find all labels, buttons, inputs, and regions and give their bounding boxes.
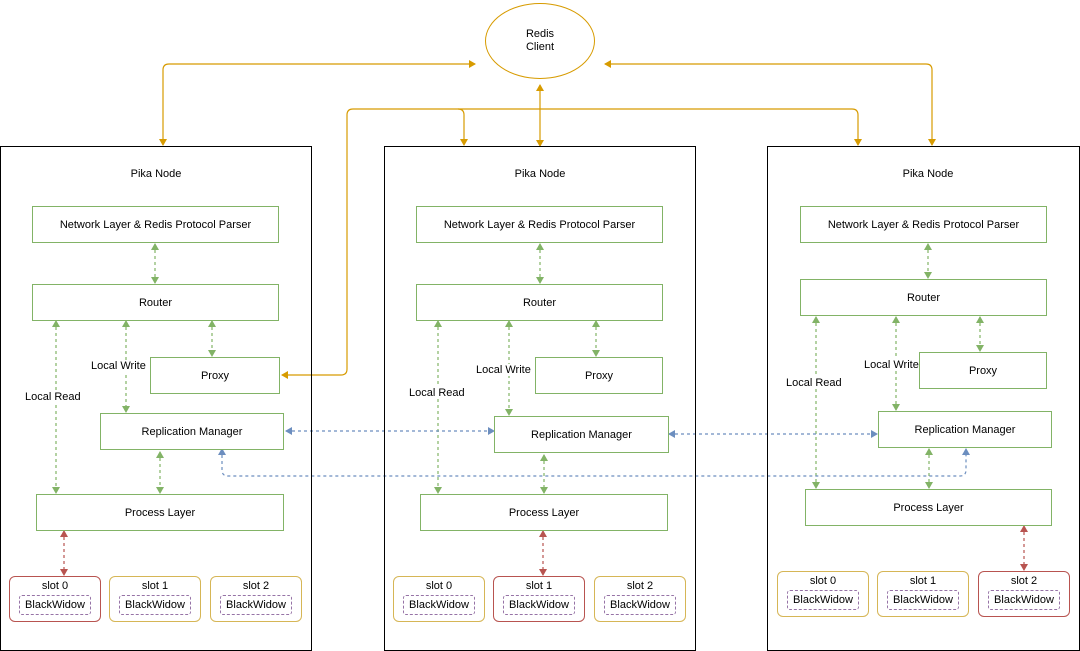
- redirect-branch: [457, 108, 468, 146]
- process-layer-box: Process Layer: [420, 494, 668, 531]
- process-layer-box: Process Layer: [805, 489, 1052, 526]
- slot-label: slot 1: [525, 580, 553, 592]
- slot-box: slot 2 BlackWidow: [210, 576, 302, 622]
- client-label-line1: Redis: [525, 28, 555, 40]
- blackwidow-engine: BlackWidow: [887, 590, 959, 610]
- blackwidow-engine: BlackWidow: [503, 595, 575, 615]
- router-box: Router: [32, 284, 279, 321]
- network-layer-box: Network Layer & Redis Protocol Parser: [32, 206, 279, 243]
- proxy-box: Proxy: [150, 357, 280, 394]
- node-title: Pika Node: [514, 168, 566, 180]
- router-box: Router: [416, 284, 663, 321]
- blackwidow-engine: BlackWidow: [220, 595, 292, 615]
- redirect-bus: [281, 108, 862, 379]
- local-write-label: Local Write: [864, 359, 919, 371]
- local-write-label: Local Write: [476, 364, 531, 376]
- blackwidow-engine: BlackWidow: [988, 590, 1060, 610]
- blackwidow-engine: BlackWidow: [403, 595, 475, 615]
- node-title: Pika Node: [902, 168, 954, 180]
- local-read-label: Local Read: [786, 377, 842, 389]
- local-read-label: Local Read: [25, 391, 81, 403]
- proxy-box: Proxy: [535, 357, 663, 394]
- slot-label: slot 1: [141, 580, 169, 592]
- client-link-node1: [159, 60, 476, 146]
- node-title: Pika Node: [130, 168, 182, 180]
- process-layer-box: Process Layer: [36, 494, 284, 531]
- slot-box: slot 1 BlackWidow: [877, 571, 969, 617]
- slot-label: slot 0: [41, 580, 69, 592]
- slot-label: slot 1: [909, 575, 937, 587]
- client-link-node3: [604, 60, 936, 146]
- slot-box: slot 1 BlackWidow: [109, 576, 201, 622]
- replication-manager-box: Replication Manager: [100, 413, 284, 450]
- slot-label: slot 0: [809, 575, 837, 587]
- slot-box: slot 0 BlackWidow: [393, 576, 485, 622]
- slot-box: slot 0 BlackWidow: [777, 571, 869, 617]
- slot-box: slot 0 BlackWidow: [9, 576, 101, 622]
- blackwidow-engine: BlackWidow: [119, 595, 191, 615]
- replication-manager-box: Replication Manager: [494, 416, 669, 453]
- proxy-box: Proxy: [919, 352, 1047, 389]
- router-box: Router: [800, 279, 1047, 316]
- client-label-line2: Client: [525, 41, 555, 53]
- blackwidow-engine: BlackWidow: [787, 590, 859, 610]
- slot-box: slot 2 BlackWidow: [978, 571, 1070, 617]
- local-read-label: Local Read: [409, 387, 465, 399]
- slot-label: slot 2: [242, 580, 270, 592]
- redis-client: Redis Client: [485, 3, 595, 79]
- slot-label: slot 2: [1010, 575, 1038, 587]
- local-write-label: Local Write: [91, 360, 146, 372]
- slot-box: slot 2 BlackWidow: [594, 576, 686, 622]
- replication-manager-box: Replication Manager: [878, 411, 1052, 448]
- slot-label: slot 0: [425, 580, 453, 592]
- slot-label: slot 2: [626, 580, 654, 592]
- blackwidow-engine: BlackWidow: [19, 595, 91, 615]
- blackwidow-engine: BlackWidow: [604, 595, 676, 615]
- network-layer-box: Network Layer & Redis Protocol Parser: [800, 206, 1047, 243]
- network-layer-box: Network Layer & Redis Protocol Parser: [416, 206, 663, 243]
- slot-box: slot 1 BlackWidow: [493, 576, 585, 622]
